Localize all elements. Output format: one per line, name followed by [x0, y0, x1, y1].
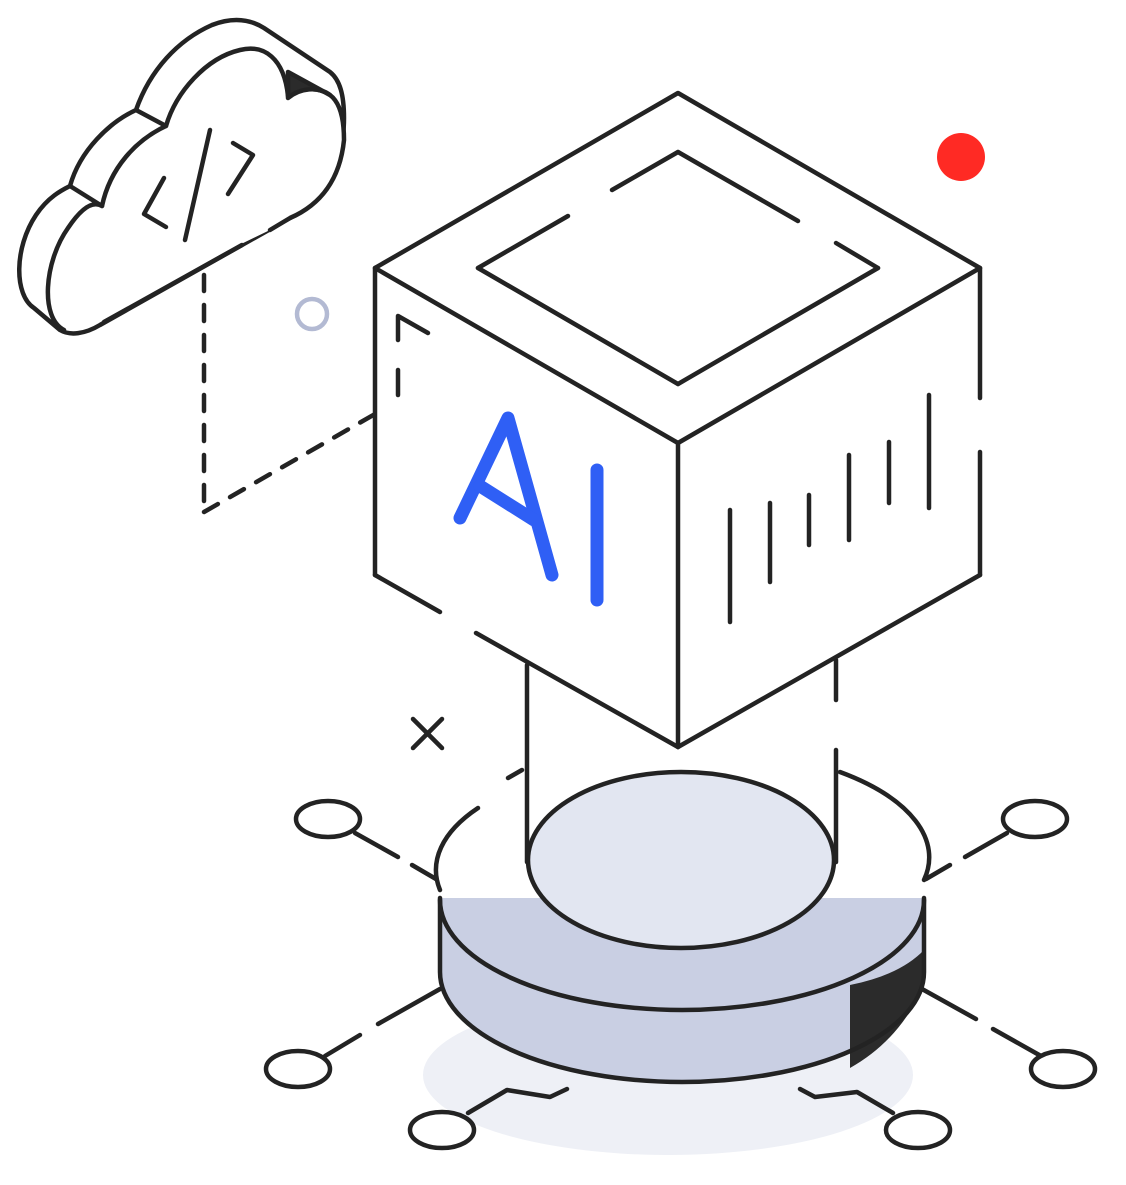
cube-top-panel [475, 149, 881, 387]
cross-mark [410, 716, 445, 751]
platform [433, 767, 932, 1085]
small-ring [294, 296, 330, 332]
node-right-top [923, 798, 1070, 882]
ai-cube: AI [372, 90, 983, 750]
node-bottom-left [407, 1086, 570, 1151]
code-cloud [17, 17, 378, 515]
platform-side-dark [850, 950, 924, 1068]
code-icon [141, 127, 256, 243]
node-right-bottom [919, 986, 1098, 1090]
ai-label-glyphs [453, 411, 604, 607]
platform-side [440, 898, 924, 1082]
node-bottom-right [797, 1086, 953, 1151]
node-left-top [293, 798, 439, 882]
red-dot [937, 133, 985, 181]
cube-right-stripes [727, 392, 932, 625]
node-left-bottom [263, 986, 443, 1090]
cube-stem [524, 657, 839, 865]
network-nodes [263, 798, 1098, 1151]
platform-top-recess [525, 769, 837, 951]
